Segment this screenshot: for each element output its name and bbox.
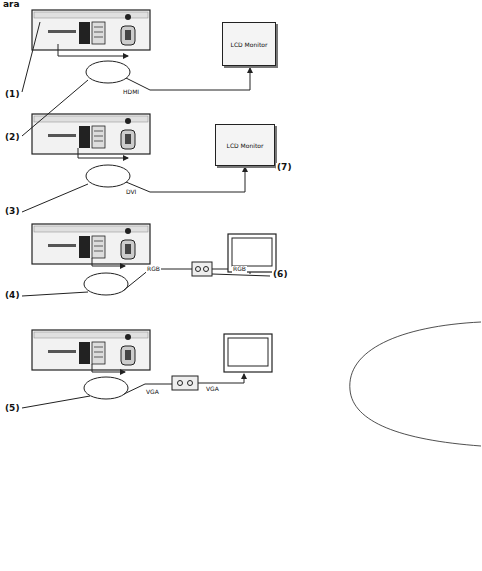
camera-unit (32, 224, 150, 264)
camera-unit (32, 114, 150, 154)
signal-name: HDMI (122, 89, 140, 96)
signal-name: RGB (232, 266, 247, 273)
callout-number: (3) (4, 207, 21, 217)
camera-unit (32, 330, 150, 370)
callout-number: (6) (272, 270, 289, 280)
lcd-monitor: LCD Monitor (222, 22, 276, 66)
signal-name: VGA (205, 386, 220, 393)
callout-number: (5) (4, 404, 21, 414)
camera-unit (32, 10, 150, 50)
caption-fragment: ara (2, 0, 21, 10)
monitor-text: LCD Monitor (231, 41, 268, 48)
callout-number: (7) (276, 163, 293, 173)
signal-name: VGA (145, 389, 160, 396)
callout-number: (4) (4, 291, 21, 301)
lcd-monitor: LCD Monitor (215, 124, 275, 166)
signal-name: RGB (146, 266, 161, 273)
signal-name: DVI (125, 189, 137, 196)
callout-number: (2) (4, 133, 21, 143)
callout-number: (1) (4, 90, 21, 100)
monitor-text: LCD Monitor (227, 142, 264, 149)
